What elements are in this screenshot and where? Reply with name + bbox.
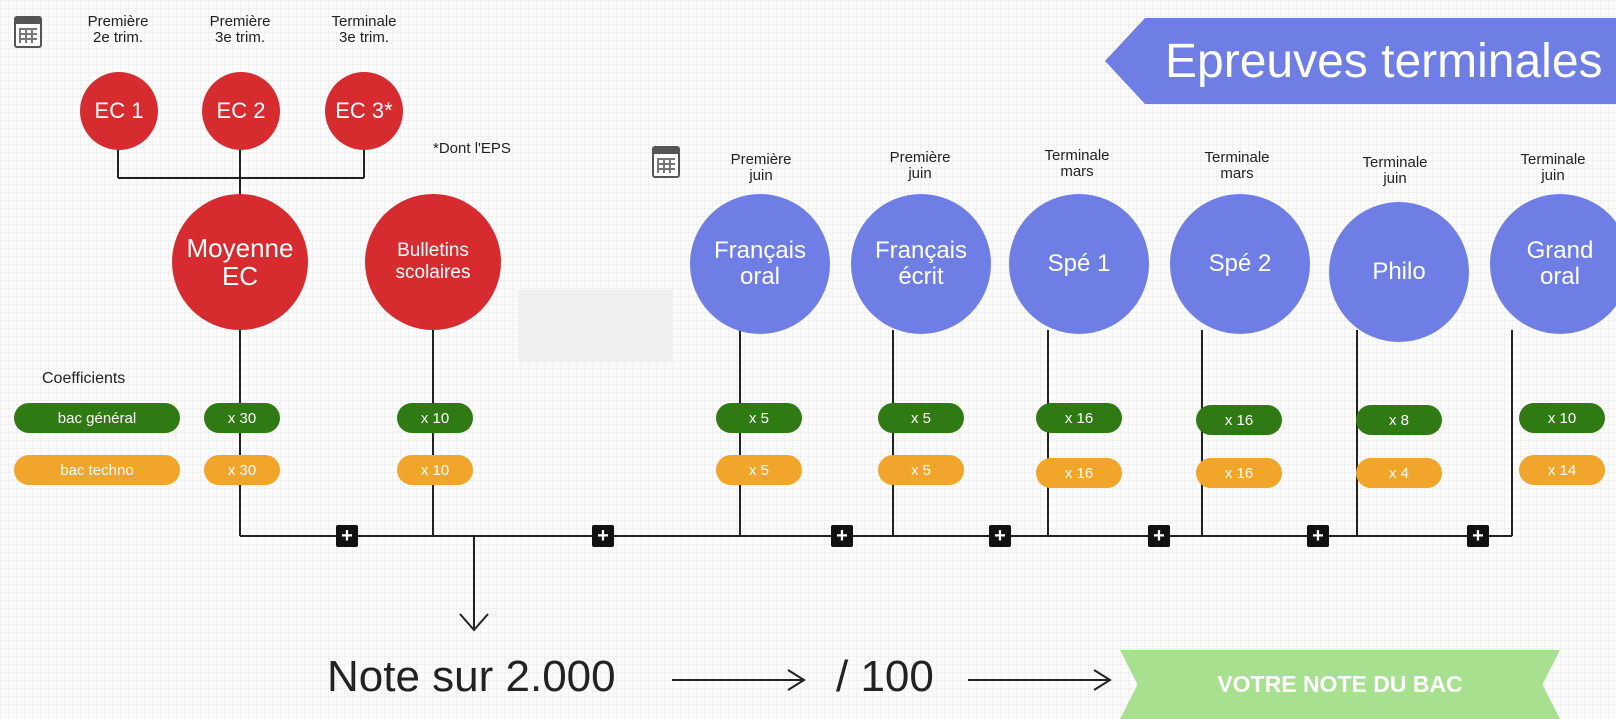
note-sur-100: / 100 — [836, 652, 934, 701]
moyenne-ec-coef-techno: x 30 — [204, 455, 280, 485]
philo-timing: Terminale juin — [1362, 154, 1428, 187]
blank-area — [518, 290, 673, 362]
eps-note: *Dont l'EPS — [433, 140, 511, 157]
grand-oral-timing: Terminale juin — [1520, 151, 1586, 184]
legend-bac-general: bac général — [14, 403, 180, 433]
francais-oral-circle: Français oral — [690, 194, 830, 334]
plus-icon: + — [831, 525, 853, 547]
bulletins-coef-general: x 10 — [397, 403, 473, 433]
calendar-icon — [14, 16, 42, 48]
francais-ecrit-coef-general: x 5 — [878, 403, 964, 433]
plus-icon: + — [989, 525, 1011, 547]
spe2-timing: Terminale mars — [1204, 149, 1270, 182]
calendar-icon — [652, 146, 680, 178]
plus-icon: + — [592, 525, 614, 547]
philo-coef-general: x 8 — [1356, 405, 1442, 435]
grand-oral-coef-general: x 10 — [1519, 403, 1605, 433]
bulletins-circle: Bulletins scolaires — [365, 194, 501, 330]
note-sur-2000: Note sur 2.000 — [327, 652, 616, 701]
spe1-circle: Spé 1 — [1009, 194, 1149, 334]
francais-oral-coef-general: x 5 — [716, 403, 802, 433]
francais-ecrit-circle: Français écrit — [851, 194, 991, 334]
votre-note-du-bac-ribbon: VOTRE NOTE DU BAC — [1120, 650, 1560, 719]
plus-icon: + — [1148, 525, 1170, 547]
francais-ecrit-coef-techno: x 5 — [878, 455, 964, 485]
grand-oral-circle: Grand oral — [1490, 194, 1616, 334]
francais-oral-coef-techno: x 5 — [716, 455, 802, 485]
legend-bac-techno: bac techno — [14, 455, 180, 485]
francais-ecrit-timing: Première juin — [889, 149, 951, 182]
coefficients-title: Coefficients — [42, 370, 126, 387]
spe2-coef-techno: x 16 — [1196, 458, 1282, 488]
moyenne-ec-circle: Moyenne EC — [172, 194, 308, 330]
plus-icon: + — [336, 525, 358, 547]
plus-icon: + — [1307, 525, 1329, 547]
spe1-timing: Terminale mars — [1044, 147, 1110, 180]
philo-coef-techno: x 4 — [1356, 458, 1442, 488]
ec1-timing: Première 2e trim. — [87, 13, 149, 46]
ec2-timing: Première 3e trim. — [209, 13, 271, 46]
ec3-timing: Terminale 3e trim. — [331, 13, 397, 46]
ec3-circle: EC 3* — [325, 72, 403, 150]
spe1-coef-techno: x 16 — [1036, 458, 1122, 488]
spe1-coef-general: x 16 — [1036, 403, 1122, 433]
bulletins-coef-techno: x 10 — [397, 455, 473, 485]
ec1-circle: EC 1 — [80, 72, 158, 150]
plus-icon: + — [1467, 525, 1489, 547]
grand-oral-coef-techno: x 14 — [1519, 455, 1605, 485]
moyenne-ec-coef-general: x 30 — [204, 403, 280, 433]
epreuves-terminales-banner: Epreuves terminales — [1105, 18, 1616, 104]
spe2-coef-general: x 16 — [1196, 405, 1282, 435]
ec2-circle: EC 2 — [202, 72, 280, 150]
spe2-circle: Spé 2 — [1170, 194, 1310, 334]
francais-oral-timing: Première juin — [730, 151, 792, 184]
philo-circle: Philo — [1329, 202, 1469, 342]
